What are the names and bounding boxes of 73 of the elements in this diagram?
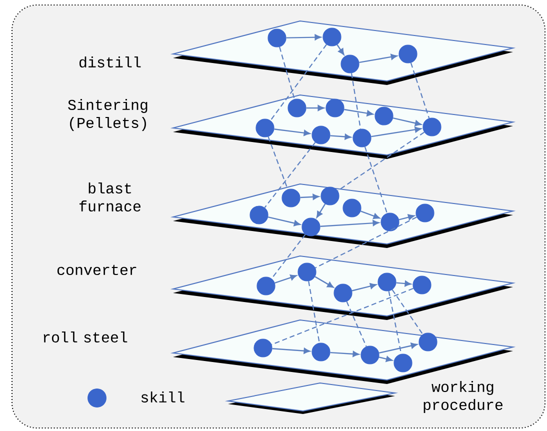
skill-node — [282, 188, 300, 208]
dashed-link — [337, 132, 425, 192]
skill-node — [322, 28, 342, 46]
skill-node — [288, 98, 306, 118]
dashed-link — [350, 73, 362, 129]
skill-node — [312, 126, 330, 144]
legend-label: skill — [141, 391, 184, 402]
arrow — [371, 126, 422, 138]
dashed-link — [364, 146, 388, 214]
skill-node — [380, 212, 400, 232]
skill-node — [298, 262, 316, 282]
arrow — [320, 220, 380, 227]
arrow — [344, 108, 374, 116]
arrow — [330, 134, 352, 140]
arrow — [300, 194, 320, 200]
skill-node — [256, 118, 274, 138]
dashed-link — [388, 291, 402, 354]
arrow — [360, 210, 380, 220]
skill-node — [312, 342, 330, 362]
layer-label: Sintering (Pellets) — [68, 99, 148, 131]
skill-node — [320, 186, 340, 206]
skill-node — [374, 106, 394, 126]
skill-node — [334, 284, 352, 302]
arrow — [286, 34, 322, 40]
skill-node — [394, 354, 412, 372]
dashed-link — [346, 301, 367, 347]
skill-node — [340, 54, 360, 74]
legend-label: working procedure — [424, 381, 502, 413]
layer-label: distill — [80, 56, 141, 68]
skill-node — [378, 272, 396, 292]
dashed-link — [271, 234, 306, 279]
skill-node — [302, 218, 320, 236]
skill-node — [254, 338, 272, 358]
dashed-link — [268, 136, 288, 190]
dashed-link — [271, 288, 414, 346]
dashed-link — [264, 142, 316, 208]
dashed-link — [410, 62, 430, 118]
arrow — [272, 348, 310, 354]
arrow — [378, 342, 418, 354]
arrow — [314, 276, 334, 288]
skill-node — [342, 198, 362, 218]
skill-node — [256, 276, 276, 296]
skill-node — [418, 332, 438, 352]
arrow — [330, 351, 360, 357]
skill-node — [352, 128, 372, 148]
skill-node — [268, 28, 286, 48]
skill-node — [412, 276, 432, 294]
dashed-link — [270, 44, 327, 121]
arrow — [268, 216, 300, 226]
skill-node — [422, 118, 442, 136]
layer-label: roll steel — [44, 331, 128, 342]
arrow — [316, 204, 326, 218]
arrow — [352, 283, 376, 292]
arrow — [378, 356, 392, 362]
dashed-link — [279, 46, 295, 100]
dashed-link — [392, 289, 424, 335]
arrow — [274, 128, 310, 136]
skill-node — [360, 346, 380, 364]
layer-label: converter — [57, 264, 136, 276]
skill-node — [326, 98, 344, 118]
arrow — [392, 118, 422, 126]
arrow — [336, 44, 344, 56]
skill-node — [416, 204, 434, 222]
skill-node — [250, 206, 268, 224]
arrow — [396, 280, 412, 287]
dashed-link — [315, 216, 417, 268]
arrow — [306, 105, 324, 111]
arrow — [359, 54, 398, 64]
skill-node — [398, 44, 418, 64]
arrow — [398, 214, 415, 220]
layer-label: blast furnace — [80, 182, 141, 212]
dashed-link — [308, 281, 320, 343]
arrow — [274, 274, 297, 284]
